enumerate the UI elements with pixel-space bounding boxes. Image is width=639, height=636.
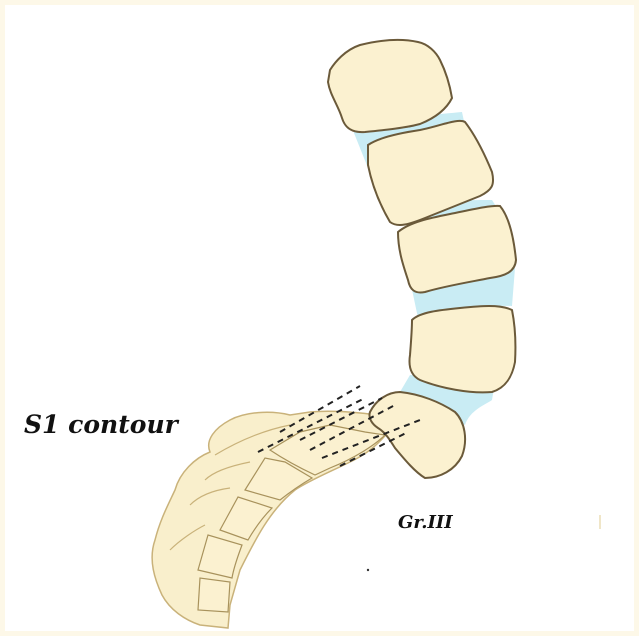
s1-contour-label: S1 contour <box>24 410 178 439</box>
sacrum <box>152 411 392 628</box>
edge-mark <box>599 515 601 529</box>
grade-label: Gr.III <box>398 512 453 533</box>
vertebra-l1 <box>328 40 452 132</box>
vertebra-l4 <box>409 306 515 392</box>
sacrum-segment-5 <box>198 578 230 612</box>
stray-dot <box>367 569 369 571</box>
